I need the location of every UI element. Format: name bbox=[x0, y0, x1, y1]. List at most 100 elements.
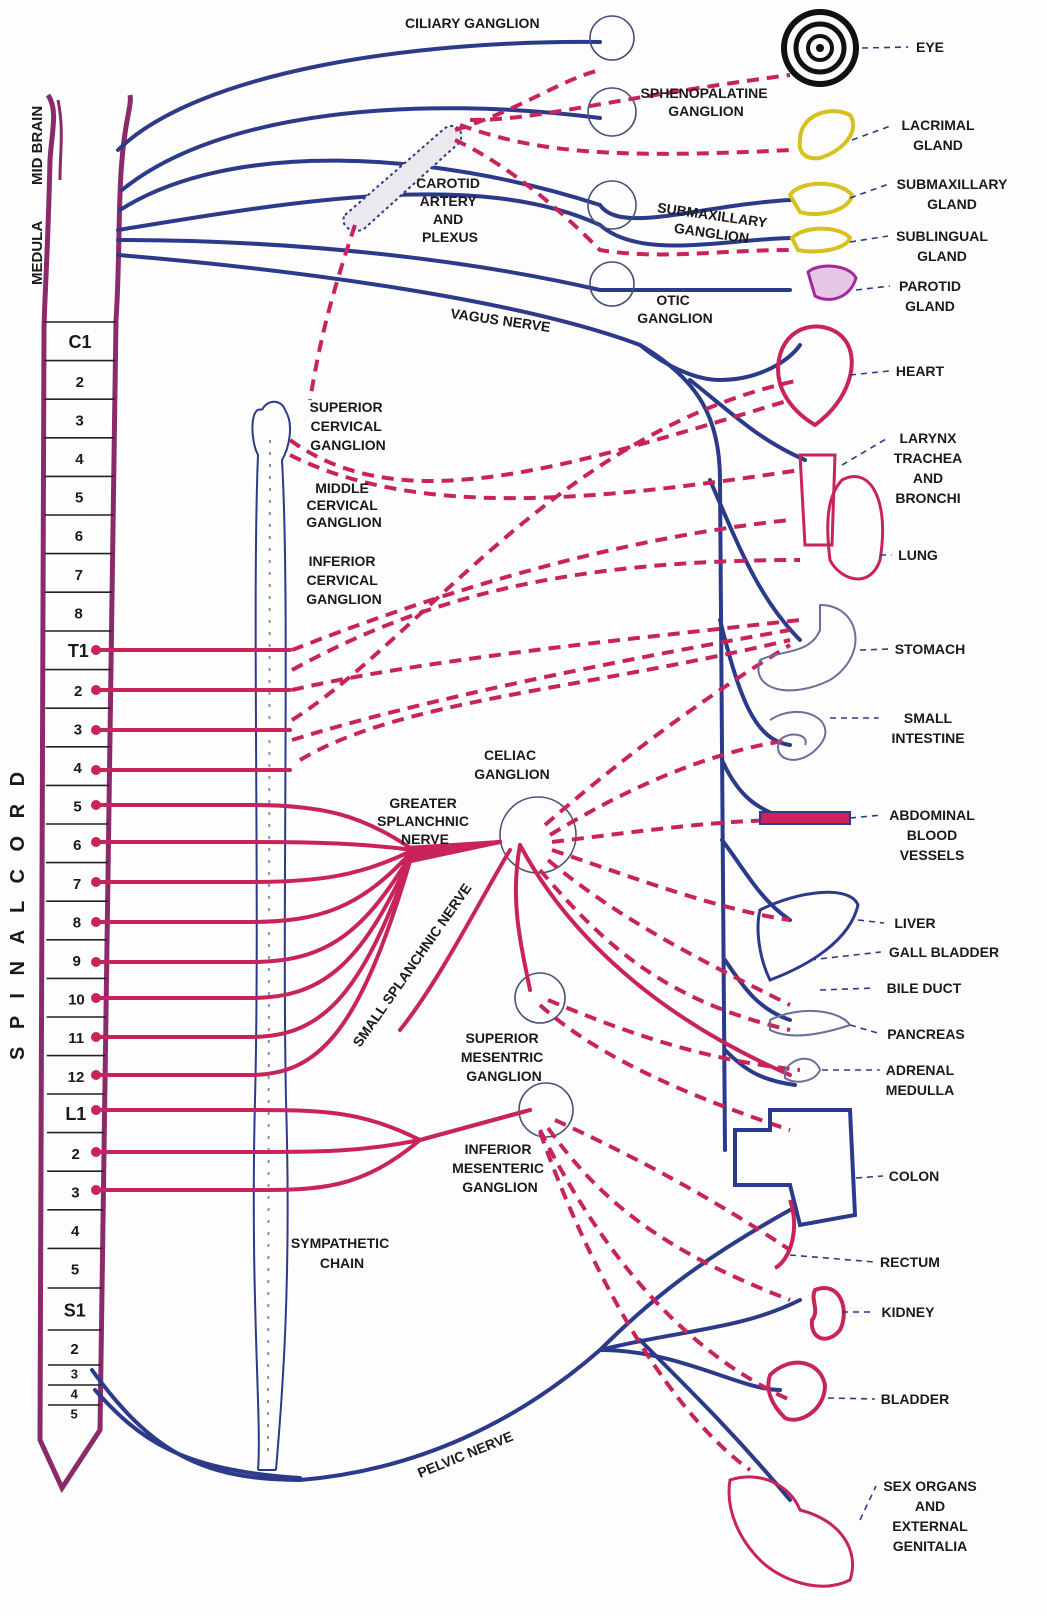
ciliary-ganglion-label: CILIARY GANGLION bbox=[405, 15, 540, 31]
small-splanchnic-path bbox=[400, 850, 510, 1030]
leader-line bbox=[850, 236, 888, 242]
carotid-plexus-label: CAROTID ARTERY AND PLEXUS bbox=[416, 175, 484, 245]
celiac-ganglion-label: CELIAC GANGLION bbox=[474, 747, 549, 782]
organ-label-16: ADRENALMEDULLA bbox=[886, 1062, 955, 1098]
segment-label-sacral-4: 4 bbox=[71, 1387, 79, 1402]
leader-line bbox=[790, 1255, 874, 1262]
eye-icon bbox=[784, 12, 856, 84]
leader-line bbox=[862, 47, 908, 48]
sympathetic-chain-trunk bbox=[252, 402, 290, 1470]
organ-drawings bbox=[729, 12, 883, 1586]
segment-label-cervical-6: 6 bbox=[75, 528, 83, 545]
leader-line bbox=[820, 988, 875, 990]
segment-label-thoracic-6: 6 bbox=[73, 837, 81, 854]
organ-label-15: PANCREAS bbox=[887, 1026, 965, 1042]
superior-mesenteric-ganglion-circle bbox=[515, 973, 565, 1023]
leader-line bbox=[860, 649, 890, 650]
vagus-nerve-label: VAGUS NERVE bbox=[450, 305, 552, 335]
leader-line bbox=[828, 1398, 875, 1399]
segment-label-cervical-8: 8 bbox=[74, 605, 82, 622]
heart-icon bbox=[778, 326, 852, 425]
inferior-cervical-ganglion-label: INFERIOR CERVICAL GANGLION bbox=[306, 553, 381, 607]
leader-line bbox=[856, 1176, 883, 1178]
organ-label-6: HEART bbox=[896, 363, 945, 379]
blood-vessel-icon bbox=[760, 812, 850, 824]
segment-label-lumbar-2: 2 bbox=[71, 1146, 79, 1163]
segment-label-thoracic-3: 3 bbox=[74, 721, 82, 738]
sympathetic-root bbox=[100, 1110, 530, 1140]
spinal-cord bbox=[40, 95, 130, 1488]
organ-label-18: RECTUM bbox=[880, 1254, 940, 1270]
superior-cervical-ganglion-label: SUPERIOR CERVICAL GANGLION bbox=[309, 399, 386, 453]
organ-label-7: LARYNXTRACHEAANDBRONCHI bbox=[894, 430, 962, 506]
organ-label-17: COLON bbox=[889, 1168, 940, 1184]
otic-ganglion-label: OTIC GANGLION bbox=[637, 292, 712, 326]
sympathetic-root bbox=[100, 842, 500, 1037]
segment-label-cervical-1: C1 bbox=[68, 332, 91, 352]
segment-label-thoracic-8: 8 bbox=[73, 914, 81, 931]
organ-label-8: LUNG bbox=[898, 547, 938, 563]
organ-label-12: LIVER bbox=[894, 915, 935, 931]
sphenopalatine-ganglion-label: SPHENOPALATINE GANGLION bbox=[641, 85, 772, 119]
organ-label-21: SEX ORGANSANDEXTERNALGENITALIA bbox=[883, 1478, 976, 1554]
organ-label-1: EYE bbox=[916, 39, 944, 55]
rectum-icon bbox=[775, 1200, 794, 1268]
organ-label-13: GALL BLADDER bbox=[889, 944, 999, 960]
greater-splanchnic-label: GREATER SPLANCHNIC NERVE bbox=[377, 795, 473, 847]
segment-label-cervical-5: 5 bbox=[75, 490, 83, 507]
submaxillary-gland-icon bbox=[790, 184, 852, 214]
sympathetic-chain-label: SYMPATHETIC CHAIN bbox=[291, 1235, 393, 1271]
leader-line bbox=[850, 371, 889, 375]
leader-line bbox=[850, 184, 889, 198]
segment-label-thoracic-11: 11 bbox=[68, 1030, 84, 1047]
leader-line bbox=[850, 815, 883, 818]
segment-label-lumbar-3: 3 bbox=[71, 1184, 79, 1201]
segment-label-lumbar-1: L1 bbox=[65, 1104, 86, 1124]
organ-label-20: BLADDER bbox=[881, 1391, 949, 1407]
organ-label-9: STOMACH bbox=[895, 641, 966, 657]
segment-label-lumbar-4: 4 bbox=[71, 1223, 80, 1240]
lacrimal-gland-icon bbox=[800, 111, 853, 158]
leader-line bbox=[842, 438, 888, 465]
pancreas-icon bbox=[770, 1011, 850, 1036]
segment-label-sacral-3: 3 bbox=[71, 1367, 78, 1382]
lung-icon bbox=[828, 477, 883, 579]
organ-label-3: SUBMAXILLARYGLAND bbox=[897, 176, 1008, 212]
middle-cervical-ganglion-label: MIDDLE CERVICAL GANGLION bbox=[306, 480, 381, 530]
organ-label-19: KIDNEY bbox=[882, 1304, 936, 1320]
segment-label-sacral-2: 2 bbox=[70, 1341, 78, 1358]
segment-label-thoracic-7: 7 bbox=[73, 876, 81, 893]
adrenal-icon bbox=[785, 1059, 820, 1082]
otic-ganglion-circle bbox=[590, 262, 634, 306]
organ-leader-lines bbox=[790, 47, 908, 1520]
leader-line bbox=[860, 1486, 876, 1520]
colon-icon bbox=[735, 1110, 855, 1225]
segment-label-thoracic-2: 2 bbox=[74, 683, 82, 700]
segment-label-cervical-7: 7 bbox=[75, 567, 83, 584]
inferior-mesenteric-ganglion-label: INFERIOR MESENTERIC GANGLION bbox=[452, 1141, 548, 1195]
segment-label-sacral-5: 5 bbox=[71, 1407, 78, 1422]
labels: CILIARY GANGLION SPHENOPALATINE GANGLION… bbox=[7, 15, 772, 1481]
segment-label-lumbar-5: 5 bbox=[71, 1262, 79, 1279]
segment-label-thoracic-5: 5 bbox=[73, 799, 81, 816]
small-splanchnic-label: SMALL SPLANCHNIC NERVE bbox=[349, 880, 474, 1049]
leader-line bbox=[850, 1025, 881, 1034]
spinal-cord-label: S P I N A L C O R D bbox=[7, 766, 29, 1060]
superior-mesentric-ganglion-label: SUPERIOR MESENTRIC GANGLION bbox=[461, 1030, 547, 1084]
medula-label: MEDULA bbox=[29, 221, 46, 285]
segment-label-sacral-1: S1 bbox=[64, 1301, 86, 1321]
leader-line bbox=[852, 125, 893, 140]
sublingual-gland-icon bbox=[792, 229, 850, 252]
segment-label-thoracic-9: 9 bbox=[72, 953, 80, 970]
segment-label-cervical-3: 3 bbox=[75, 412, 83, 429]
sympathetic-preganglionic-roots bbox=[91, 645, 530, 1195]
liver-icon bbox=[758, 892, 858, 980]
ciliary-ganglion-circle bbox=[590, 16, 634, 60]
small-intestine-icon bbox=[770, 712, 825, 760]
